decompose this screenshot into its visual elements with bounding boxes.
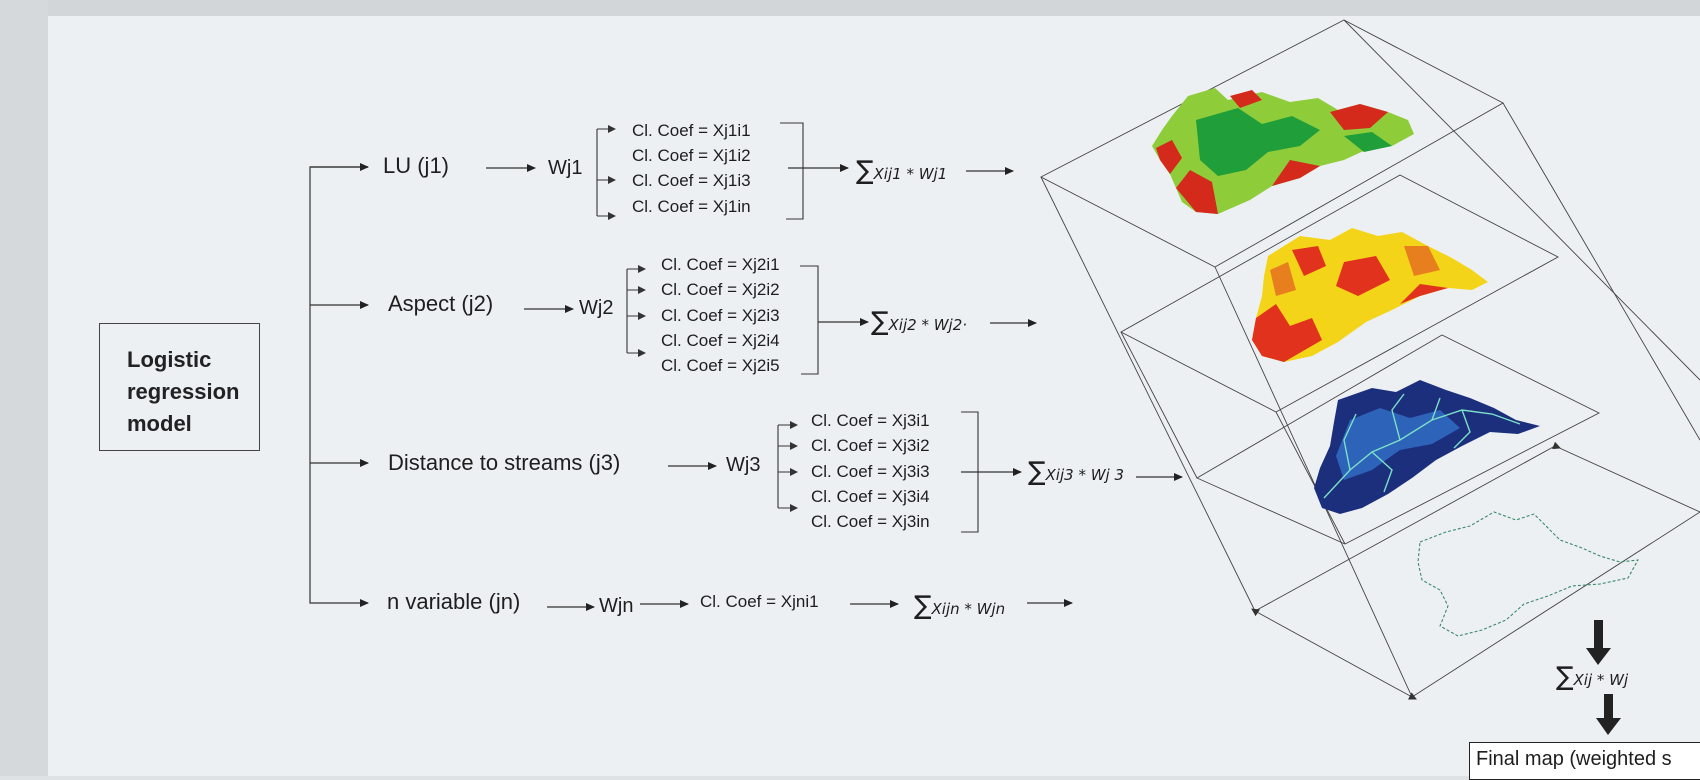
model-box: Logistic regression model bbox=[99, 323, 260, 451]
sum-j2: ∑Xij2 * Wj2· bbox=[871, 307, 967, 337]
sum-final: ∑Xij * Wj bbox=[1556, 662, 1628, 692]
coef-j2-4: Cl. Coef = Xj2i4 bbox=[661, 331, 780, 350]
var-label-aspect: Aspect (j2) bbox=[388, 291, 494, 316]
coef-j3-2: Cl. Coef = Xj3i2 bbox=[811, 436, 930, 455]
sum-symbol: ∑ bbox=[914, 591, 932, 621]
branch-connectors bbox=[309, 163, 369, 607]
final-map-label: Final map (weighted s bbox=[1476, 748, 1672, 770]
coef-j3-4: Cl. Coef = Xj3i4 bbox=[811, 487, 930, 506]
coef-j1-4: Cl. Coef = Xj1in bbox=[632, 197, 751, 216]
weight-wj2: Wj2 bbox=[579, 297, 614, 319]
coef-j2-3: Cl. Coef = Xj2i3 bbox=[661, 306, 780, 325]
model-line-2: regression bbox=[127, 379, 240, 404]
weight-wjn: Wjn bbox=[599, 595, 634, 617]
layer-frame-final bbox=[1254, 445, 1700, 698]
coef-j3-1: Cl. Coef = Xj3i1 bbox=[811, 411, 930, 430]
coef-j1-3: Cl. Coef = Xj1i3 bbox=[632, 171, 751, 190]
sum-j3: ∑Xij3 * Wj 3 bbox=[1028, 457, 1124, 487]
sum-j1-expr: Xij1 * Wj1 bbox=[873, 165, 948, 183]
coef-j1-1: Cl. Coef = Xj1i1 bbox=[632, 121, 751, 140]
final-outline-layer bbox=[1417, 511, 1639, 637]
model-line-3: model bbox=[127, 411, 192, 436]
coef-jn-1: Cl. Coef = Xjni1 bbox=[700, 592, 819, 611]
sum-jn: ∑Xijn * Wjn bbox=[914, 591, 1005, 621]
sum-symbol: ∑ bbox=[856, 156, 874, 186]
sum-j2-expr: Xij2 * Wj2· bbox=[888, 316, 968, 334]
var-label-streams: Distance to streams (j3) bbox=[388, 450, 621, 475]
sum-arrows bbox=[788, 164, 1022, 608]
layer-stack bbox=[1040, 19, 1700, 698]
weight-wj3: Wj3 bbox=[726, 454, 761, 476]
sum-j3-expr: Xij3 * Wj 3 bbox=[1045, 466, 1125, 484]
coef-j2-2: Cl. Coef = Xj2i2 bbox=[661, 280, 780, 299]
sum-final-expr: Xij * Wj bbox=[1573, 671, 1629, 689]
var-label-lu: LU (j1) bbox=[383, 153, 450, 178]
final-down-arrows bbox=[1586, 620, 1621, 735]
sum-symbol: ∑ bbox=[1556, 662, 1574, 692]
weight-arrows bbox=[486, 164, 717, 611]
model-line-1: Logistic bbox=[127, 347, 212, 372]
coef-j3-5: Cl. Coef = Xj3in bbox=[811, 512, 930, 531]
coef-j2-1: Cl. Coef = Xj2i1 bbox=[661, 255, 780, 274]
weight-wj1: Wj1 bbox=[548, 157, 583, 179]
lu-map-layer bbox=[1152, 88, 1414, 214]
coef-j3-3: Cl. Coef = Xj3i3 bbox=[811, 462, 930, 481]
layer-arrows bbox=[966, 167, 1183, 607]
coef-j2-5: Cl. Coef = Xj2i5 bbox=[661, 356, 780, 375]
sum-symbol: ∑ bbox=[1028, 457, 1046, 487]
coef-bracket-1 bbox=[596, 122, 804, 220]
sum-j1: ∑Xij1 * Wj1 bbox=[856, 156, 947, 186]
sum-jn-expr: Xijn * Wjn bbox=[931, 600, 1006, 618]
layer-frame-aspect bbox=[1120, 174, 1559, 413]
sum-symbol: ∑ bbox=[871, 307, 889, 337]
aspect-map-layer bbox=[1252, 228, 1488, 362]
streams-map-layer bbox=[1314, 380, 1540, 514]
final-map-box: Final map (weighted s bbox=[1469, 742, 1700, 780]
var-label-n: n variable (jn) bbox=[387, 589, 521, 614]
coef-bracket-2 bbox=[626, 265, 819, 375]
layer-frame-streams bbox=[1196, 334, 1600, 545]
coef-j1-2: Cl. Coef = Xj1i2 bbox=[632, 146, 751, 165]
